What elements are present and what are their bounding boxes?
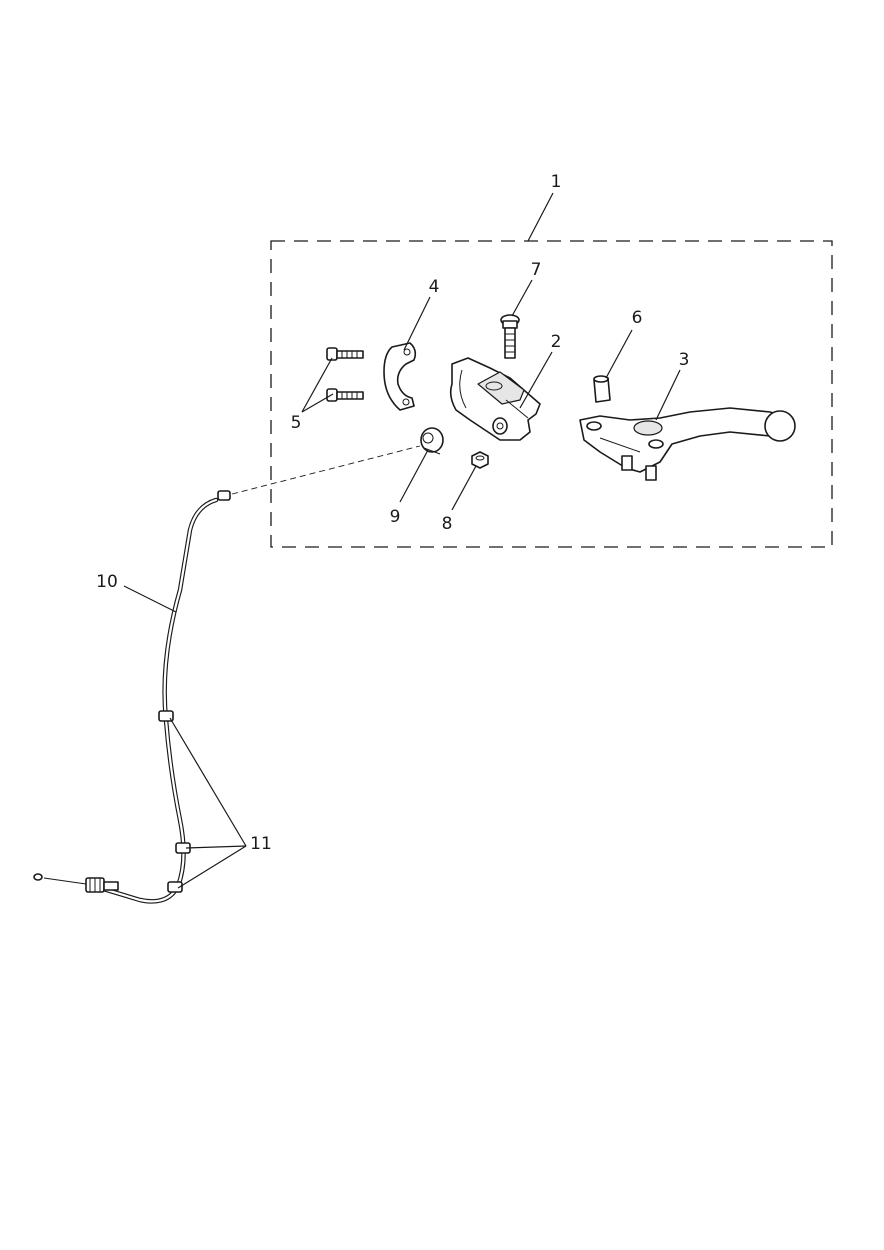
leader-11b <box>185 845 247 849</box>
cable-tie-1 <box>158 710 174 722</box>
clamp-bolt-lower <box>326 388 364 402</box>
pivot-bolt <box>500 314 520 359</box>
assembly-boundary-box <box>270 240 833 548</box>
lever-bracket <box>449 357 541 441</box>
leader-7 <box>511 279 533 317</box>
leader-2 <box>519 351 553 409</box>
leader-4 <box>403 296 431 351</box>
clutch-lever <box>579 407 796 481</box>
leader-5b <box>301 393 334 413</box>
cable-adjuster <box>420 427 444 455</box>
pivot-bush <box>593 375 611 403</box>
callout-8: 8 <box>442 514 453 534</box>
clamp-bolt-upper <box>326 347 364 361</box>
leader-11c <box>177 845 247 889</box>
callout-1: 1 <box>551 172 562 192</box>
leader-9 <box>399 449 429 503</box>
lever-nut <box>471 451 489 469</box>
leader-8 <box>451 465 477 511</box>
clutch-cable <box>33 490 231 904</box>
cable-connection-line <box>231 445 421 495</box>
callout-11: 11 <box>250 834 272 854</box>
callout-7: 7 <box>531 260 542 280</box>
leader-10 <box>123 585 177 613</box>
callout-2: 2 <box>551 332 562 352</box>
leader-1 <box>527 192 554 242</box>
callout-5: 5 <box>291 413 302 433</box>
callout-3: 3 <box>679 350 690 370</box>
callout-6: 6 <box>632 308 643 328</box>
leader-11a <box>169 717 247 847</box>
cable-tie-3 <box>167 881 183 893</box>
handlebar-clamp <box>383 342 417 411</box>
leader-3 <box>655 369 681 421</box>
callout-4: 4 <box>429 277 440 297</box>
callout-9: 9 <box>390 507 401 527</box>
callout-10: 10 <box>96 572 118 592</box>
leader-5a <box>301 357 333 413</box>
leader-6 <box>605 329 633 379</box>
